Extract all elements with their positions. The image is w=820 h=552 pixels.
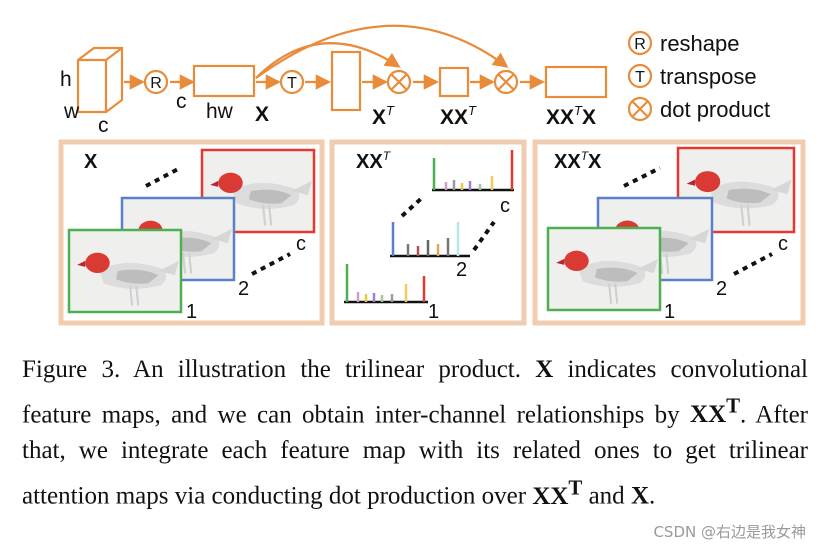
feature-map-c-right (676, 146, 796, 234)
legend-reshape-glyph: R (634, 36, 646, 53)
legend-transpose-glyph: T (635, 69, 645, 86)
stack-dots-right-top (623, 166, 661, 188)
input-c-label: c (98, 114, 109, 137)
panel-right-num-1: 1 (664, 301, 675, 323)
panel-left-num-c: c (296, 233, 306, 255)
arc-x-to-dot1 (255, 42, 401, 79)
caption-text-1: Figure 3. An illustration the trilinear … (22, 356, 536, 383)
stack-dots-left-top (145, 166, 181, 188)
legend-reshape-label: reshape (660, 31, 740, 56)
histogram-2 (390, 222, 470, 258)
arc-x-to-dot2 (255, 24, 509, 79)
xt-matrix-box (330, 50, 362, 112)
watermark: CSDN @右边是我女神 (653, 523, 806, 541)
input-cube (76, 46, 124, 114)
panel-middle-num-c: c (500, 195, 510, 217)
output-label: XXTX (546, 103, 596, 129)
panel-right-title: XXTX (554, 149, 602, 173)
reshape-icon (143, 69, 169, 95)
reshape-icon (627, 30, 653, 56)
histogram-c (432, 150, 514, 192)
panel-middle-num-1: 1 (428, 301, 439, 323)
caption-text-5: . (649, 482, 656, 510)
feature-map-c-left (200, 148, 316, 234)
caption-text-3: . After that, we integrate each feature … (22, 401, 808, 510)
feature-map-1-right (546, 226, 662, 312)
panel-right-num-c: c (778, 233, 788, 255)
input-w-label: w (63, 100, 80, 123)
dot-product-icon-1 (386, 69, 412, 95)
caption-math-x-2: X (630, 482, 649, 510)
caption-text-2: indicates convolutional feature maps, an… (22, 356, 808, 429)
legend-transpose-label: transpose (660, 64, 757, 89)
caption-math-xxt-2: XXT (532, 475, 583, 510)
panel-middle (329, 139, 527, 326)
panel-left-num-1: 1 (186, 301, 197, 323)
feature-map-1-left (67, 228, 183, 314)
hist-dots-bottom (472, 220, 496, 252)
caption-math-x: X (535, 356, 554, 383)
output-matrix-box (544, 65, 608, 99)
transpose-icon (627, 63, 653, 89)
reshape-c-label: c (176, 90, 187, 113)
x-label: X (255, 103, 269, 126)
legend-dot-product-label: dot product (660, 97, 770, 122)
stack-dots-right-bottom (733, 252, 773, 276)
caption-text-4: and (582, 482, 631, 510)
panel-middle-title: XXT (356, 149, 392, 173)
panel-right-num-2: 2 (716, 278, 727, 300)
dot-product-icon (627, 96, 653, 122)
caption-math-xxt: XXT (690, 394, 741, 429)
transpose-glyph: T (287, 75, 297, 92)
legend: R reshape T transpose dot product (627, 30, 770, 122)
xxt-label: XXT (440, 103, 477, 129)
reshape-hw-label: hw (206, 100, 234, 123)
x-matrix-box (192, 64, 256, 98)
input-h-label: h (60, 68, 72, 91)
xt-label: XT (372, 103, 395, 129)
histogram-1 (344, 264, 428, 304)
dot-product-icon-2 (493, 69, 519, 95)
panel-middle-num-2: 2 (456, 259, 467, 281)
reshape-glyph: R (150, 75, 162, 92)
panel-right (532, 139, 806, 326)
xxt-matrix-box (438, 66, 470, 98)
figure-caption: Figure 3. An illustration the trilinear … (22, 352, 808, 515)
transpose-icon (279, 69, 305, 95)
hist-dots-top (400, 194, 426, 218)
panel-left-title: X (84, 151, 98, 173)
stack-dots-left-bottom (251, 252, 291, 276)
panel-left (58, 139, 325, 326)
panel-left-num-2: 2 (238, 278, 249, 300)
trilinear-product-diagram: h w c R c hw X T XT XXT XXTX (58, 24, 806, 326)
